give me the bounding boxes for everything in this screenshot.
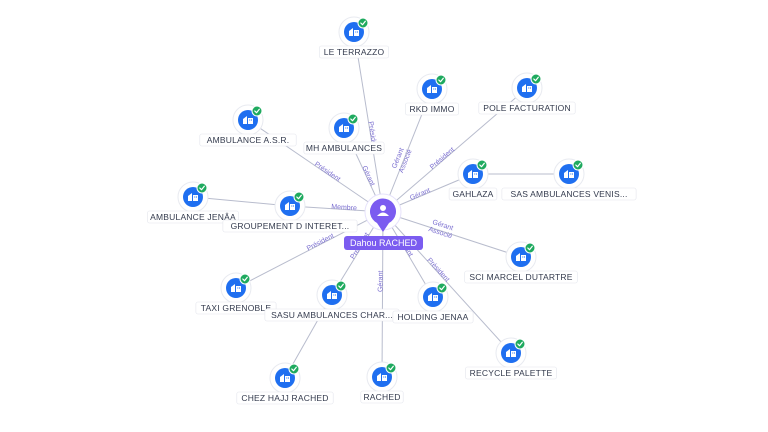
edge-label: Président bbox=[313, 161, 341, 183]
company-node-rached[interactable]: RACHED bbox=[360, 361, 404, 404]
node-label: RECYCLE PALETTE bbox=[470, 368, 553, 378]
node-label-bg bbox=[199, 133, 297, 147]
node-label: AMBULANCE JENÂA bbox=[150, 212, 236, 222]
node-label-bg bbox=[464, 270, 578, 284]
person-icon bbox=[377, 205, 389, 216]
building-icon bbox=[243, 116, 253, 124]
building-icon bbox=[349, 28, 359, 36]
node-label-bg bbox=[392, 310, 474, 324]
edge-center-taxi-grenoble bbox=[235, 211, 384, 289]
check-icon bbox=[436, 282, 448, 294]
company-node-taxi-grenoble[interactable]: TAXI GRENOBLE bbox=[195, 272, 277, 315]
node-label-bg bbox=[448, 187, 498, 201]
check-icon bbox=[293, 191, 305, 203]
company-node-mh-ambulances[interactable]: MH AMBULANCES bbox=[303, 112, 385, 155]
node-label-bg bbox=[360, 390, 404, 404]
check-icon bbox=[514, 338, 526, 350]
node-label-bg bbox=[405, 102, 459, 116]
check-icon bbox=[251, 105, 263, 117]
check-icon bbox=[335, 280, 347, 292]
building-icon bbox=[377, 373, 387, 381]
node-label-bg bbox=[501, 187, 637, 201]
node-label: RKD IMMO bbox=[409, 104, 454, 114]
center-label: Dahou RACHED bbox=[350, 238, 418, 248]
building-icon bbox=[188, 193, 198, 201]
node-label-bg bbox=[222, 219, 358, 233]
check-icon bbox=[385, 362, 397, 374]
edge-label: Gérant bbox=[409, 187, 431, 202]
node-label: CHEZ HAJJ RACHED bbox=[241, 393, 328, 403]
edge-label: Président bbox=[425, 257, 450, 284]
building-icon bbox=[468, 170, 478, 178]
node-label: TAXI GRENOBLE bbox=[201, 303, 272, 313]
building-icon bbox=[231, 284, 241, 292]
node-label-bg bbox=[147, 210, 239, 224]
check-icon bbox=[239, 273, 251, 285]
company-node-chez-hajj[interactable]: CHEZ HAJJ RACHED bbox=[236, 362, 334, 405]
company-node-groupement[interactable]: GROUPEMENT D INTERET... bbox=[222, 190, 358, 233]
building-icon bbox=[522, 84, 532, 92]
building-icon bbox=[327, 291, 337, 299]
building-icon bbox=[280, 374, 290, 382]
node-label: GROUPEMENT D INTERET... bbox=[231, 221, 350, 231]
check-icon bbox=[288, 363, 300, 375]
check-icon bbox=[524, 242, 536, 254]
node-label: RACHED bbox=[363, 392, 400, 402]
check-icon bbox=[347, 113, 359, 125]
company-node-recycle-palette[interactable]: RECYCLE PALETTE bbox=[465, 337, 557, 380]
company-node-sci-marcel[interactable]: SCI MARCEL DUTARTRE bbox=[464, 241, 578, 284]
node-label-bg bbox=[465, 366, 557, 380]
edge-center-recycle-palette bbox=[382, 211, 512, 354]
node-label-bg bbox=[236, 391, 334, 405]
building-icon bbox=[506, 349, 516, 357]
node-label-bg bbox=[195, 301, 277, 315]
check-icon bbox=[196, 182, 208, 194]
company-node-ambulance-asr[interactable]: AMBULANCE A.S.R. bbox=[199, 104, 297, 147]
company-node-rkd-immo[interactable]: RKD IMMO bbox=[405, 73, 459, 116]
node-label: SAS AMBULANCES VENIS... bbox=[510, 189, 627, 199]
building-icon bbox=[564, 170, 574, 178]
building-icon bbox=[516, 253, 526, 261]
building-icon bbox=[427, 85, 437, 93]
edge-label: Gérant bbox=[360, 165, 375, 187]
company-node-pole-facturation[interactable]: POLE FACTURATION bbox=[478, 72, 576, 115]
check-icon bbox=[572, 159, 584, 171]
building-icon bbox=[285, 202, 295, 210]
company-node-gahlaza[interactable]: GAHLAZA bbox=[448, 158, 498, 201]
company-node-ambulance-jenaa[interactable]: AMBULANCE JENÂA bbox=[147, 181, 239, 224]
center-person-node[interactable]: Dahou RACHED bbox=[344, 193, 423, 250]
center-label-bg bbox=[344, 236, 423, 250]
node-label: AMBULANCE A.S.R. bbox=[207, 135, 290, 145]
edge-label: Président bbox=[366, 121, 378, 151]
node-label: LE TERRAZZO bbox=[324, 47, 385, 57]
node-label: SCI MARCEL DUTARTRE bbox=[469, 272, 572, 282]
edge-label: Président bbox=[429, 146, 456, 171]
company-node-le-terrazzo[interactable]: LE TERRAZZO bbox=[318, 16, 389, 59]
edge-groupement-ambulance-jenaa bbox=[192, 196, 291, 207]
edge-label: Gérant bbox=[378, 271, 385, 292]
company-node-holding-jenaa[interactable]: HOLDING JENAA bbox=[392, 281, 474, 324]
node-label: MH AMBULANCES bbox=[306, 143, 382, 153]
check-icon bbox=[357, 17, 369, 29]
nodes-layer: LE TERRAZZO RKD IMMO POLE FACTURATION AMBUL… bbox=[147, 16, 637, 405]
node-label-bg bbox=[303, 141, 385, 155]
company-node-sas-ambulances-venis[interactable]: SAS AMBULANCES VENIS... bbox=[501, 158, 637, 201]
check-icon bbox=[435, 74, 447, 86]
node-label: HOLDING JENAA bbox=[397, 312, 468, 322]
node-label: SASU AMBULANCES CHAR... bbox=[271, 310, 393, 320]
node-label-bg bbox=[478, 101, 576, 115]
edge-center-sci-marcel bbox=[382, 211, 522, 258]
edge-label: Président bbox=[306, 233, 336, 253]
edge-center-le-terrazzo bbox=[353, 31, 384, 213]
check-icon bbox=[530, 73, 542, 85]
edge-label: Membre bbox=[331, 204, 357, 213]
node-label-bg bbox=[318, 45, 389, 59]
company-node-sasu-ambulances[interactable]: SASU AMBULANCES CHAR... bbox=[264, 279, 400, 322]
building-icon bbox=[428, 293, 438, 301]
node-label: POLE FACTURATION bbox=[483, 103, 571, 113]
node-label: GAHLAZA bbox=[452, 189, 493, 199]
building-icon bbox=[339, 124, 349, 132]
check-icon bbox=[476, 159, 488, 171]
